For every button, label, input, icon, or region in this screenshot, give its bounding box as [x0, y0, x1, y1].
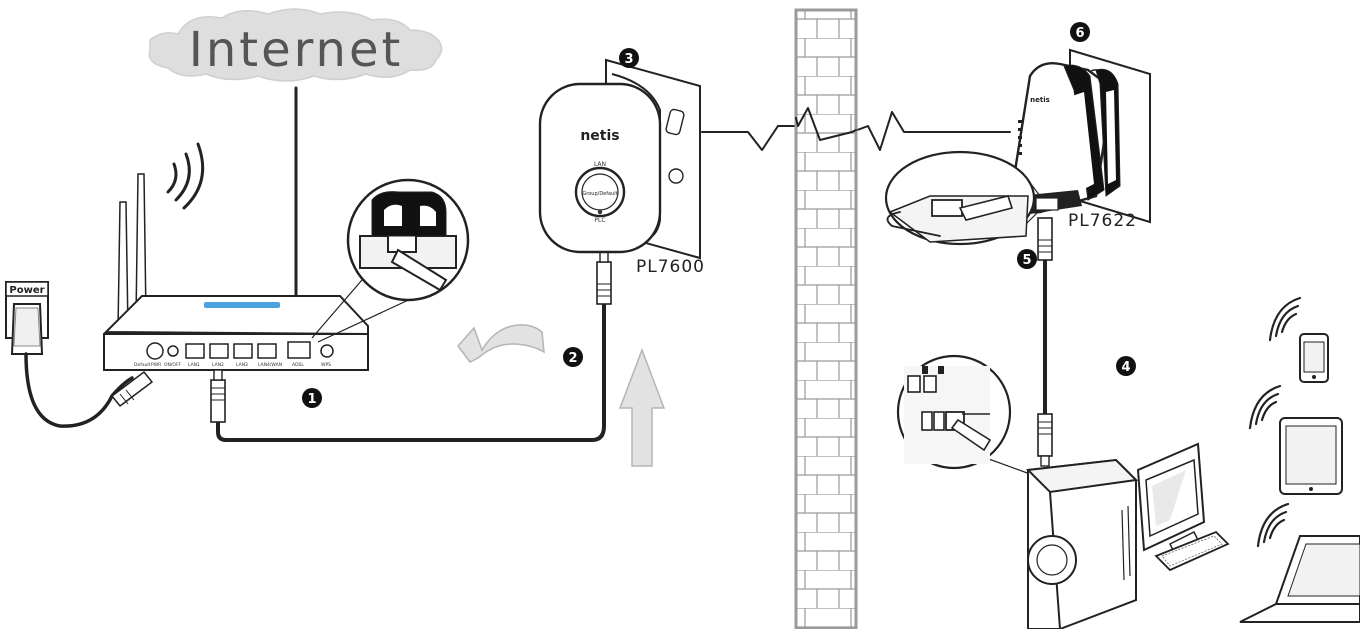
pl7622-model-label: PL7622 — [1068, 211, 1137, 231]
router-port-zoom — [311, 178, 470, 343]
ethernet-plug-pl7600 — [596, 251, 612, 305]
pc-drive — [1027, 535, 1077, 585]
port-label: ON/OFF — [164, 362, 182, 368]
router-wifi-icon — [166, 142, 205, 210]
laptop — [1239, 535, 1360, 623]
router-adsl-port — [287, 341, 311, 359]
laptop-wifi-icon — [1256, 502, 1290, 548]
step-number: 2 — [568, 351, 577, 366]
internet-cloud: Internet — [148, 8, 443, 82]
step-badge-1: 1 — [302, 388, 322, 408]
port-label: LAN1 — [188, 362, 200, 368]
step-number: 3 — [624, 52, 633, 67]
monitor — [1136, 442, 1206, 558]
pl7600-adapter: netis LAN Group/Default PLC — [538, 73, 662, 254]
router-antennas — [117, 173, 147, 331]
phone-wifi-icon — [1268, 296, 1302, 342]
pl7622-brand: netis — [1030, 96, 1050, 104]
internet-label: Internet — [189, 22, 404, 78]
power-adapter — [10, 303, 154, 428]
pl7600-plc-label: PLC — [594, 217, 605, 224]
keyboard — [1154, 530, 1230, 572]
pl7600-brand: netis — [580, 128, 619, 144]
brick-wall — [794, 8, 858, 631]
port-label: LAN3 — [236, 362, 248, 368]
step-number: 5 — [1022, 253, 1031, 268]
router-wps-button — [320, 344, 334, 358]
port-label: WPS — [321, 362, 331, 368]
curved-arrow — [457, 324, 545, 363]
port-label: PWR — [151, 362, 161, 368]
router-lan4-port — [257, 343, 277, 359]
tablet — [1279, 417, 1343, 495]
ethernet-plug-pl7622 — [1037, 217, 1053, 261]
power-label: Power — [9, 285, 44, 296]
smartphone — [1299, 333, 1329, 383]
pl7600-lan-label: LAN — [594, 161, 606, 168]
step-number: 6 — [1075, 26, 1084, 41]
ethernet-plug-pc — [1037, 413, 1053, 467]
tablet-wifi-icon — [1248, 384, 1282, 430]
step-badge-6: 6 — [1070, 22, 1090, 42]
step-badge-4: 4 — [1116, 356, 1136, 376]
router: Default PWR ON/OFF LAN1 LAN2 LAN3 LAN4/W… — [103, 142, 369, 371]
pl7600-button-label: Group/Default — [582, 191, 617, 197]
router-lan3-port — [233, 343, 253, 359]
up-arrow — [618, 347, 666, 467]
pl7622-adapter: netis — [1010, 62, 1121, 214]
port-label: LAN2 — [212, 362, 224, 368]
step-number: 4 — [1121, 360, 1130, 375]
ethernet-cable-2 — [1037, 217, 1053, 467]
step-badge-3: 3 — [619, 48, 639, 68]
router-lan2-port — [209, 343, 229, 359]
router-led-strip — [204, 302, 280, 308]
port-label: Default — [134, 362, 151, 368]
router-power-button — [167, 345, 179, 357]
pl7600-group-button — [574, 166, 626, 218]
pl7622-leds — [1018, 120, 1022, 155]
pc-port-zoom — [896, 354, 1031, 475]
ethernet-cable-1 — [210, 251, 612, 442]
step-badge-5: 5 — [1017, 249, 1037, 269]
step-number: 1 — [307, 392, 316, 407]
pl7600-model-label: PL7600 — [636, 257, 705, 277]
ethernet-plug-router — [210, 369, 226, 423]
desktop-computer — [1025, 458, 1139, 630]
pl7622-port-zoom — [884, 150, 1041, 246]
router-power-port — [146, 342, 164, 360]
port-label: LAN4/WAN — [258, 362, 282, 368]
step-badge-2: 2 — [563, 347, 583, 367]
port-label: ADSL — [292, 362, 304, 368]
pl7600-plc-led — [597, 209, 603, 215]
router-lan1-port — [185, 343, 205, 359]
